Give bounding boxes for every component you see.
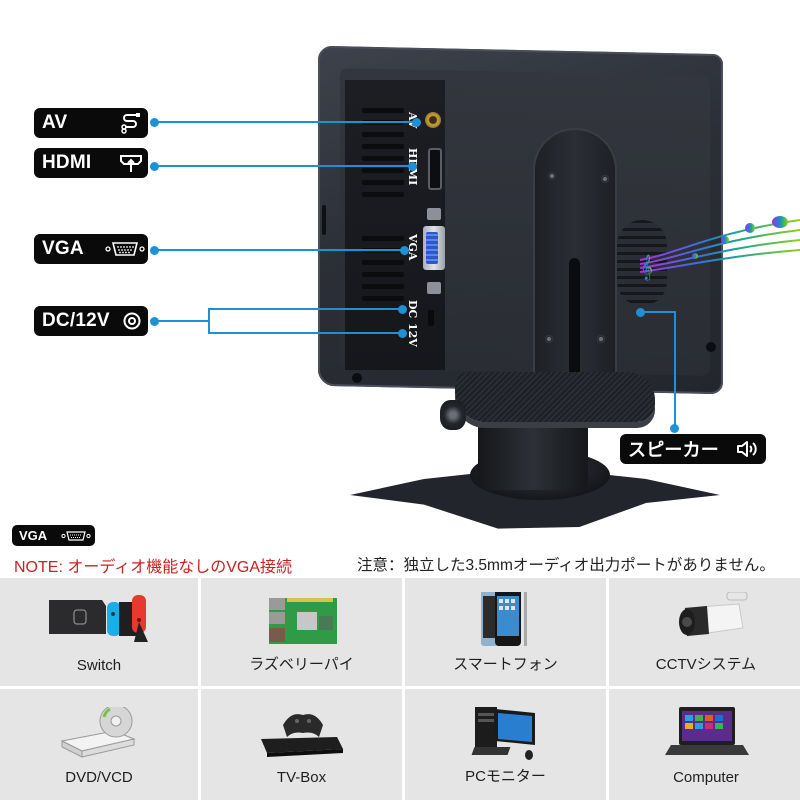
device-pc-monitor: PCモニター: [405, 689, 606, 800]
laptop-icon: [651, 705, 761, 761]
dc-jack: [428, 310, 434, 326]
callout-vga: VGA: [34, 234, 148, 264]
vga-screw-bottom: [427, 282, 441, 294]
callout-dc: DC/12V: [34, 306, 148, 336]
vga-port-icon: [61, 530, 91, 542]
note-no-audio-vga: NOTE: オーディオ機能なしのVGA接続: [14, 559, 293, 576]
dvd-drive-icon: [44, 704, 154, 763]
device-dvd: DVD/VCD: [0, 689, 198, 800]
desktop-pc-icon: [451, 707, 561, 763]
av-cable-icon: [118, 112, 142, 134]
callout-speaker: スピーカー: [620, 434, 766, 464]
nintendo-switch-icon: [44, 592, 154, 648]
port-label-dc: DC: [406, 300, 419, 319]
vga-port-icon: [104, 240, 146, 258]
speaker-icon: [736, 439, 760, 459]
dc-power-icon: [123, 312, 141, 330]
product-photo: AV HDMI VGA DC 12V 𝄞: [318, 45, 800, 529]
device-label: スマートフォン: [453, 656, 558, 673]
svg-text:𝄞: 𝄞: [640, 254, 653, 280]
callout-hdmi-label: HDMI: [42, 152, 92, 173]
device-label: ラズベリーパイ: [249, 656, 354, 673]
vga-screw-top: [427, 208, 441, 220]
callout-dc-label: DC/12V: [42, 310, 110, 331]
music-notes-icon: 𝄞: [640, 216, 800, 280]
av-jack: [425, 112, 441, 128]
port-label-vga: VGA: [406, 234, 419, 261]
note-no-audio-output: 注意：独立した3.5mmオーディオ出力ポートがありません。: [357, 557, 775, 574]
side-slot: [322, 205, 326, 235]
device-label: TV-Box: [276, 769, 327, 786]
port-label-12v: 12V: [406, 323, 419, 347]
callout-av-label: AV: [42, 112, 68, 133]
vga-socket: [423, 226, 445, 270]
hdmi-port-icon: [118, 153, 144, 173]
tilt-mount-plate: [455, 372, 655, 422]
callout-speaker-label: スピーカー: [628, 440, 719, 460]
callout-hdmi: HDMI: [34, 148, 148, 178]
tilt-knob: [440, 400, 466, 430]
callout-av: AV: [34, 108, 148, 138]
device-label: PCモニター: [465, 768, 546, 785]
vga-badge-label: VGA: [19, 528, 48, 543]
tv-box-icon: [247, 707, 357, 763]
hdmi-socket: [428, 148, 442, 190]
device-label: Switch: [76, 657, 122, 674]
cctv-camera-icon: [651, 591, 761, 648]
device-label: CCTVシステム: [655, 656, 757, 673]
mount-hole-right: [706, 342, 716, 352]
device-label: DVD/VCD: [65, 769, 133, 786]
mount-hole-left: [352, 373, 362, 383]
device-smartphone: スマートフォン: [405, 578, 606, 686]
device-raspberry-pi: ラズベリーパイ: [201, 578, 402, 686]
stand-neck: [478, 420, 588, 490]
device-tv-box: TV-Box: [201, 689, 402, 800]
device-cctv: CCTVシステム: [609, 578, 800, 686]
compatible-devices-grid: Switch ラズベリーパイ: [0, 578, 800, 800]
device-switch: Switch: [0, 578, 198, 686]
callout-vga-label: VGA: [42, 238, 84, 259]
device-laptop: Computer: [609, 689, 800, 800]
device-label: Computer: [673, 769, 739, 786]
stand-slot: [569, 258, 580, 378]
vga-note-badge: VGA: [12, 525, 95, 546]
raspberry-pi-icon: [247, 592, 357, 648]
smartphone-icon: [451, 588, 561, 648]
